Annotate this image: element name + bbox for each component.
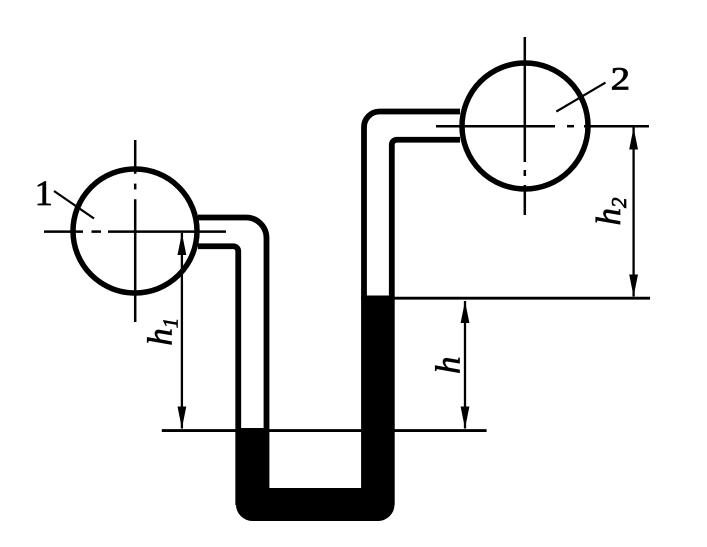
svg-text:2: 2: [611, 60, 630, 97]
svg-text:h: h: [429, 356, 468, 374]
svg-text:1: 1: [35, 173, 53, 213]
svg-text:h1: h1: [141, 318, 183, 346]
svg-text:h2: h2: [589, 197, 631, 226]
